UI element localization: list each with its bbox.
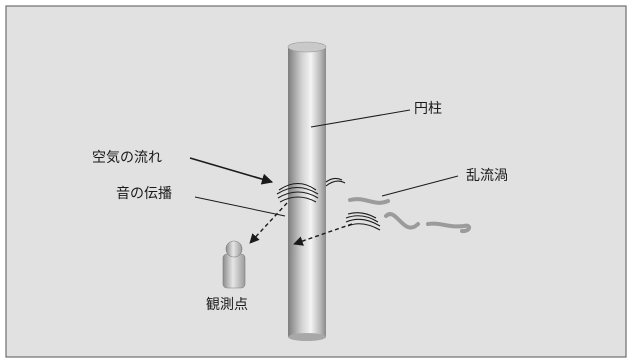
sound-propagation-label: 音の伝播 <box>116 186 172 202</box>
cylinder-label: 円柱 <box>414 101 442 117</box>
sound-propagation-arrow-left <box>249 202 288 244</box>
observation-point-label: 観測点 <box>206 297 248 313</box>
airflow-label: 空気の流れ <box>92 150 162 166</box>
sound-wave-right-small <box>325 177 346 187</box>
sound-propagation-arrow-right <box>293 223 353 246</box>
sound-wave-left <box>276 182 319 203</box>
cylinder-leader-line <box>310 109 411 128</box>
airflow-arrow <box>189 157 274 185</box>
turbulent-vortices <box>348 197 471 234</box>
vortex-leader-line <box>381 175 459 197</box>
sound-leader-line <box>194 196 286 217</box>
observer-figure <box>222 240 246 289</box>
turbulent-vortex-label: 乱流渦 <box>466 168 508 184</box>
cylinder <box>287 41 327 341</box>
